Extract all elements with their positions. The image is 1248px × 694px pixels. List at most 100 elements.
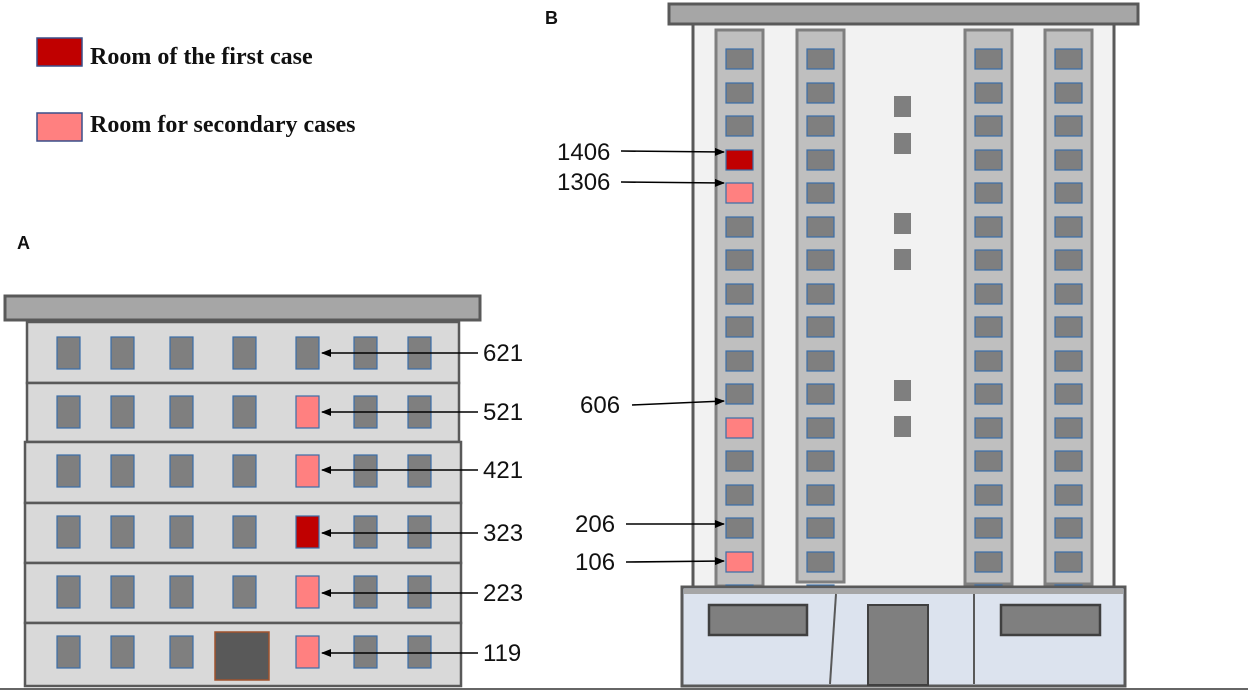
- legend-label-first-case: Room of the first case: [90, 44, 313, 70]
- window: [56, 575, 81, 609]
- first-case-room-window: [725, 149, 754, 171]
- building-b-annotations: 1406 1306 606 206 106: [557, 139, 725, 576]
- window: [1054, 216, 1083, 238]
- window: [806, 283, 835, 305]
- center-window: [894, 380, 911, 401]
- window: [1054, 417, 1083, 439]
- window: [56, 515, 81, 549]
- secondary-case-room-window: [295, 635, 320, 669]
- window: [974, 551, 1003, 573]
- window: [725, 216, 754, 238]
- window: [169, 336, 194, 370]
- window: [407, 515, 432, 549]
- room-label-206: 206: [575, 511, 615, 538]
- window: [725, 484, 754, 506]
- window: [974, 149, 1003, 171]
- room-label-1306: 1306: [557, 169, 610, 196]
- building-a-entrance-door: [214, 631, 270, 681]
- building-b-entrance-door: [867, 604, 929, 686]
- window: [110, 454, 135, 488]
- center-window: [894, 249, 911, 270]
- center-window: [894, 416, 911, 437]
- window: [806, 216, 835, 238]
- center-window: [894, 213, 911, 234]
- window: [725, 249, 754, 271]
- building-b-base-window-left: [707, 603, 809, 637]
- panel-a-letter: A: [17, 233, 30, 253]
- room-label-606: 606: [580, 392, 620, 419]
- window: [974, 82, 1003, 104]
- window: [974, 115, 1003, 137]
- window: [806, 350, 835, 372]
- center-window: [894, 133, 911, 154]
- building-b-base-divider: [829, 593, 837, 685]
- window: [974, 450, 1003, 472]
- window: [806, 182, 835, 204]
- window: [1054, 551, 1083, 573]
- window: [1054, 283, 1083, 305]
- arrow-1306: [620, 178, 725, 187]
- window: [806, 383, 835, 405]
- room-label-119: 119: [483, 640, 521, 667]
- secondary-case-room-window: [725, 417, 754, 439]
- window: [806, 417, 835, 439]
- building-b-base-window-right: [999, 603, 1102, 637]
- building-b: [667, 2, 1140, 688]
- panel-b-letter: B: [545, 8, 558, 28]
- window: [407, 454, 432, 488]
- window: [806, 82, 835, 104]
- room-label-621: 621: [483, 340, 523, 367]
- building-b-center-windows: [894, 96, 911, 437]
- window: [353, 635, 378, 669]
- window: [974, 316, 1003, 338]
- window: [169, 515, 194, 549]
- window: [353, 454, 378, 488]
- secondary-case-room-window: [295, 454, 320, 488]
- window: [974, 249, 1003, 271]
- legend: Room of the first case Room for secondar…: [36, 37, 356, 142]
- window: [295, 336, 320, 370]
- legend-swatch-secondary-case: [36, 112, 83, 142]
- window: [806, 48, 835, 70]
- window: [974, 182, 1003, 204]
- window: [1054, 48, 1083, 70]
- window: [56, 395, 81, 429]
- window: [725, 450, 754, 472]
- window: [110, 575, 135, 609]
- window: [806, 484, 835, 506]
- window: [806, 149, 835, 171]
- window: [806, 316, 835, 338]
- first-case-room-window: [295, 515, 320, 549]
- secondary-case-room-window: [725, 182, 754, 204]
- window: [110, 635, 135, 669]
- room-label-521: 521: [483, 399, 523, 426]
- window: [407, 635, 432, 669]
- window: [56, 454, 81, 488]
- secondary-case-room-window: [725, 551, 754, 573]
- building-b-windows: [725, 48, 1083, 606]
- window: [725, 82, 754, 104]
- window: [974, 48, 1003, 70]
- window: [232, 336, 257, 370]
- window: [110, 515, 135, 549]
- window: [1054, 484, 1083, 506]
- window: [232, 454, 257, 488]
- room-label-323: 323: [483, 520, 523, 547]
- window: [1054, 316, 1083, 338]
- window: [1054, 249, 1083, 271]
- arrow-606: [631, 397, 725, 406]
- arrow-1406: [620, 147, 725, 156]
- building-a-roof: [3, 294, 482, 322]
- window: [1054, 350, 1083, 372]
- window: [725, 316, 754, 338]
- window: [974, 283, 1003, 305]
- window: [725, 115, 754, 137]
- window: [1054, 115, 1083, 137]
- window: [974, 350, 1003, 372]
- window: [169, 395, 194, 429]
- window: [974, 417, 1003, 439]
- window: [110, 395, 135, 429]
- room-label-1406: 1406: [557, 139, 610, 166]
- room-label-106: 106: [575, 549, 615, 576]
